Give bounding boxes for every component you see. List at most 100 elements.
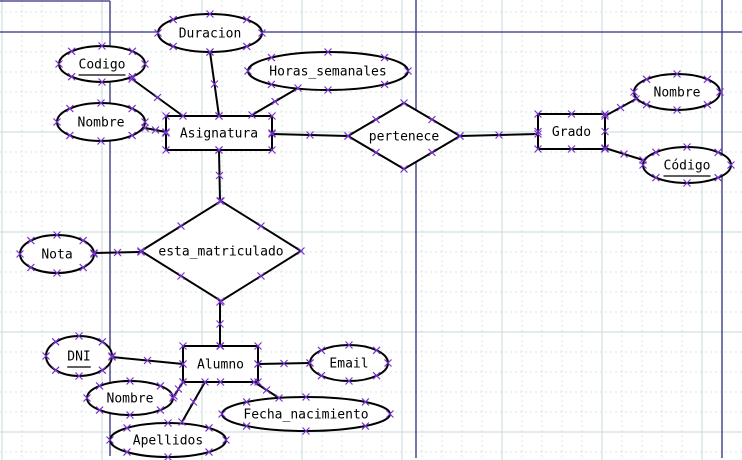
attribute-label: DNI: [67, 350, 90, 365]
connection-point-cross: [244, 67, 252, 75]
connection-point-cross: [123, 424, 131, 432]
connection-point-cross: [495, 131, 503, 139]
connection-point-cross: [210, 80, 219, 88]
connection-point-cross: [179, 112, 187, 120]
relationship-pertenece[interactable]: pertenece: [346, 101, 462, 171]
connection-point-cross: [153, 93, 162, 102]
connection-point-cross: [75, 372, 83, 380]
connection-point-cross: [108, 352, 116, 360]
connection-point-cross: [727, 161, 735, 169]
connection-point-cross: [642, 75, 651, 84]
connection-point-cross: [169, 42, 178, 51]
connection-point-cross: [248, 111, 256, 119]
connection-point-cross: [162, 129, 170, 137]
connection-point-cross: [683, 143, 691, 151]
connection-point-cross: [164, 453, 172, 460]
connection-point-cross: [16, 250, 24, 258]
entity-alumno[interactable]: Alumno: [182, 345, 259, 383]
connection-point-cross: [372, 371, 381, 380]
connection-point-cross: [632, 95, 640, 103]
connection-point-cross: [201, 378, 209, 386]
connection-point-cross: [53, 269, 61, 277]
relationship-esta_matriculado[interactable]: esta_matriculado: [139, 199, 303, 303]
connection-point-cross: [703, 100, 712, 109]
connection-point-cross: [616, 103, 625, 112]
attribute-label: Código: [664, 159, 711, 174]
connection-point-cross: [143, 356, 152, 365]
connection-point-cross: [205, 448, 213, 456]
connection-point-cross: [302, 427, 310, 435]
connection-point-cross: [361, 422, 370, 430]
connection-point-cross: [216, 320, 224, 328]
connection-point-cross: [324, 86, 332, 94]
connection-point-cross: [206, 10, 214, 18]
connection-point-cross: [380, 53, 389, 62]
connection-point-cross: [317, 346, 326, 355]
connection-point-cross: [242, 42, 251, 51]
connection-point-cross: [123, 448, 131, 456]
entity-label: Asignatura: [180, 127, 258, 142]
entity-box-grado[interactable]: [537, 113, 606, 150]
connection-point-cross: [268, 129, 276, 137]
connection-point-cross: [97, 137, 105, 145]
connection-point-cross: [361, 398, 370, 406]
connection-point-cross: [53, 118, 61, 126]
attribute-label: Fecha_nacimiento: [243, 408, 368, 423]
connection-point-cross: [380, 80, 389, 89]
connection-point-cross: [55, 60, 63, 68]
connection-point-cross: [137, 248, 145, 256]
entity-asignatura[interactable]: Asignatura: [165, 115, 273, 151]
connection-point-cross: [128, 75, 136, 83]
connection-point-cross: [42, 352, 50, 360]
connection-point-cross: [254, 378, 262, 386]
connection-point-cross: [128, 131, 137, 140]
connection-point-cross: [206, 48, 214, 56]
attribute-label: Nota: [41, 248, 72, 263]
connection-point-cross: [79, 263, 88, 272]
connection-point-cross: [400, 165, 408, 173]
connection-point-cross: [268, 146, 276, 154]
connection-point-cross: [98, 366, 107, 375]
connection-point-cross: [275, 394, 283, 402]
connection-point-cross: [683, 179, 691, 187]
connection-point-cross: [156, 406, 165, 414]
connection-point-cross: [534, 145, 542, 153]
connection-point-cross: [258, 29, 266, 37]
connection-point-cross: [141, 60, 149, 68]
connection-point-cross: [215, 112, 223, 120]
connection-point-cross: [217, 197, 225, 205]
connection-point-cross: [242, 398, 251, 406]
connection-point-cross: [386, 410, 394, 418]
connection-point-cross: [601, 112, 609, 120]
connection-point-cross: [179, 378, 187, 386]
connection-point-cross: [344, 132, 352, 140]
connection-point-cross: [128, 72, 137, 81]
attribute-label: Apellidos: [133, 434, 203, 449]
connection-point-cross: [404, 67, 412, 75]
connection-point-cross: [673, 70, 681, 78]
connection-point-cross: [601, 145, 609, 153]
attribute-duracion[interactable]: Duracion: [157, 13, 263, 53]
connection-point-cross: [216, 378, 225, 386]
connection-point-cross: [162, 128, 170, 136]
connection-point-cross: [703, 75, 712, 84]
connection-point-cross: [215, 171, 224, 180]
attribute-label: Horas_semanales: [269, 65, 386, 80]
entity-grado[interactable]: Grado: [537, 113, 606, 150]
connection-point-cross: [151, 126, 160, 134]
connection-point-cross: [126, 411, 134, 419]
connection-point-cross: [262, 386, 271, 394]
connection-point-cross: [324, 48, 332, 56]
connection-point-cross: [26, 263, 35, 272]
relationship-label: esta_matriculado: [158, 245, 283, 260]
connection-point-cross: [280, 359, 288, 368]
connection-point-cross: [601, 127, 609, 136]
connection-point-cross: [174, 385, 183, 393]
connection-point-cross: [714, 173, 723, 182]
connection-point-cross: [216, 342, 225, 350]
connection-point-cross: [673, 106, 681, 114]
attribute-label: Nombre: [78, 116, 125, 131]
